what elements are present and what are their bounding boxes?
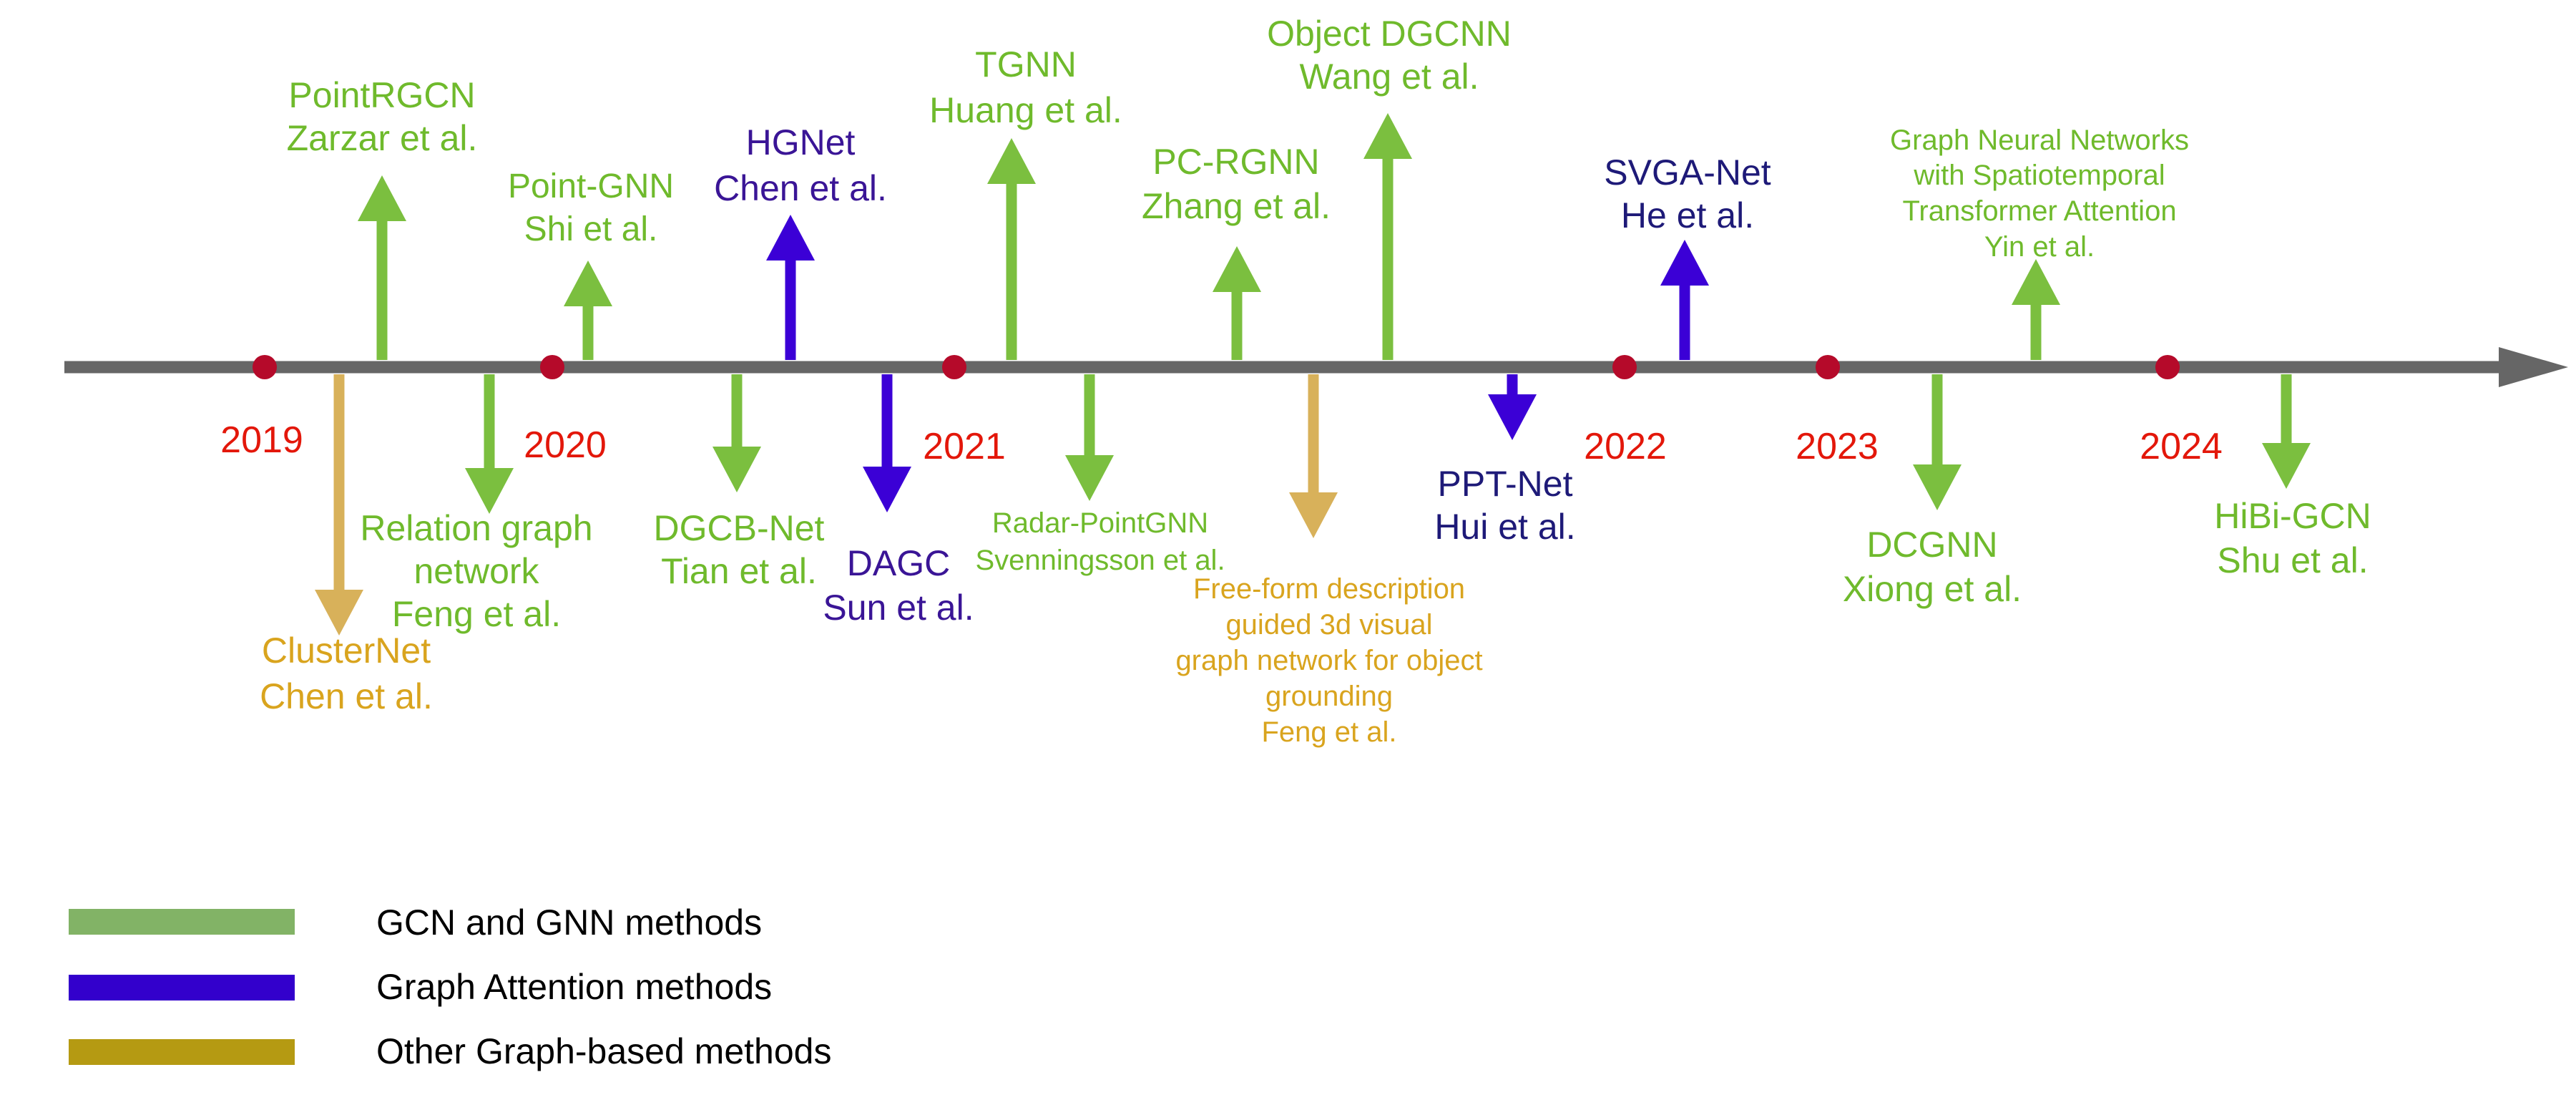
tgnn-label-line: Huang et al. [929, 90, 1122, 130]
gnn-spatiotemporal-label-line: Transformer Attention [1902, 195, 2176, 227]
dagc-label-line: Sun et al. [823, 588, 974, 628]
dgcb-net-label-line: DGCB-Net [654, 508, 825, 548]
gnn-spatiotemporal-arrow [2012, 259, 2060, 360]
gnn-spatiotemporal-label-line: with Spatiotemporal [1913, 160, 2165, 191]
legend-label-other: Other Graph-based methods [376, 1031, 831, 1071]
dcgnn-arrow [1913, 374, 1962, 510]
dagc-arrow [863, 374, 911, 512]
ppt-net-arrow [1488, 374, 1537, 440]
year-markers: 2019 2020 2021 2022 2023 2024 [220, 355, 2223, 467]
dagc-label: DAGC Sun et al. [823, 543, 974, 628]
free-form-label-line: grounding [1265, 681, 1393, 712]
pc-rgnn-arrow [1213, 246, 1261, 360]
object-dgcnn-arrow [1363, 113, 1412, 360]
ppt-net-label-line: PPT-Net [1438, 464, 1573, 504]
dgcb-net-label-line: Tian et al. [661, 551, 817, 591]
svga-net-label-line: SVGA-Net [1604, 152, 1771, 193]
dgcb-net-arrow [712, 374, 761, 492]
free-form-label: Free-form description guided 3d visual gra… [1175, 573, 1482, 748]
dcgnn-label-line: DCGNN [1866, 525, 1997, 565]
hibi-gcn-arrow [2262, 374, 2311, 489]
clusternet-label-line: ClusterNet [262, 631, 431, 671]
tgnn-label-line: TGNN [975, 44, 1077, 84]
hibi-gcn-label-line: HiBi-GCN [2214, 496, 2371, 536]
hgnet-arrow [766, 215, 815, 360]
svga-net-label-line: He et al. [1621, 195, 1754, 235]
hgnet-label-line: Chen et al. [714, 168, 887, 208]
radar-pointgnn-label-line: Radar-PointGNN [992, 507, 1208, 539]
year-marker-2021 [942, 355, 966, 379]
hibi-gcn-label-line: Shu et al. [2217, 540, 2368, 580]
object-dgcnn-label-line: Object DGCNN [1267, 14, 1512, 54]
axis-arrowhead [2499, 347, 2568, 387]
pointrgcn-arrow [358, 175, 406, 360]
legend-swatch-attention [69, 975, 295, 1001]
point-gnn-label: Point-GNN Shi et al. [508, 167, 674, 248]
free-form-arrow [1289, 374, 1338, 538]
year-label-2023: 2023 [1796, 426, 1879, 467]
year-marker-2023 [1816, 355, 1840, 379]
relation-graph-network-arrow [465, 374, 514, 514]
relation-graph-network-label-line: Relation graph [360, 508, 592, 548]
legend-label-gcn: GCN and GNN methods [376, 902, 762, 943]
free-form-label-line: Feng et al. [1261, 716, 1396, 748]
pointrgcn-label-line: Zarzar et al. [287, 118, 478, 158]
pc-rgnn-label-line: Zhang et al. [1142, 186, 1331, 226]
year-marker-2024 [2155, 355, 2180, 379]
legend: GCN and GNN methods Graph Attention meth… [69, 902, 831, 1071]
radar-pointgnn-label-line: Svenningsson et al. [975, 545, 1225, 576]
radar-pointgnn-arrow [1065, 374, 1114, 501]
clusternet-arrow [315, 374, 363, 636]
year-label-2022: 2022 [1584, 426, 1667, 467]
relation-graph-network-label-line: network [413, 551, 539, 591]
tgnn-arrow [987, 138, 1036, 360]
year-marker-2020 [540, 355, 564, 379]
svga-net-arrow [1660, 240, 1709, 360]
year-label-2020: 2020 [524, 424, 607, 466]
legend-label-attention: Graph Attention methods [376, 967, 772, 1007]
clusternet-label-line: Chen et al. [260, 676, 433, 716]
point-gnn-arrow [564, 261, 612, 360]
point-gnn-label-line: Shi et al. [524, 210, 658, 248]
relation-graph-network-label-line: Feng et al. [392, 594, 561, 634]
year-marker-2022 [1612, 355, 1637, 379]
object-dgcnn-label-line: Wang et al. [1299, 57, 1479, 97]
free-form-label-line: Free-form description [1193, 573, 1465, 605]
ppt-net-label-line: Hui et al. [1434, 507, 1575, 547]
pointrgcn-label-line: PointRGCN [288, 75, 475, 115]
free-form-label-line: guided 3d visual [1225, 609, 1432, 641]
timeline-axis [64, 347, 2568, 387]
tgnn-label: TGNN Huang et al. [929, 44, 1122, 130]
free-form-label-line: graph network for object [1175, 645, 1482, 676]
dagc-label-line: DAGC [847, 543, 950, 583]
hgnet-label-line: HGNet [746, 122, 856, 162]
dcgnn-label-line: Xiong et al. [1843, 569, 2022, 609]
gnn-spatiotemporal-label-line: Yin et al. [1984, 231, 2095, 263]
point-gnn-label-line: Point-GNN [508, 167, 674, 205]
year-label-2021: 2021 [923, 426, 1006, 467]
legend-swatch-other [69, 1039, 295, 1065]
gnn-spatiotemporal-label-line: Graph Neural Networks [1890, 125, 2189, 156]
gnn-spatiotemporal-label: Graph Neural Networks with Spatiotemporal… [1890, 125, 2189, 263]
pc-rgnn-label-line: PC-RGNN [1152, 142, 1319, 182]
method-arrows [315, 113, 2311, 636]
legend-swatch-gcn [69, 909, 295, 935]
year-marker-2019 [253, 355, 277, 379]
radar-pointgnn-label: Radar-PointGNN Svenningsson et al. [975, 507, 1225, 576]
year-label-2019: 2019 [220, 419, 303, 461]
year-label-2024: 2024 [2140, 426, 2223, 467]
